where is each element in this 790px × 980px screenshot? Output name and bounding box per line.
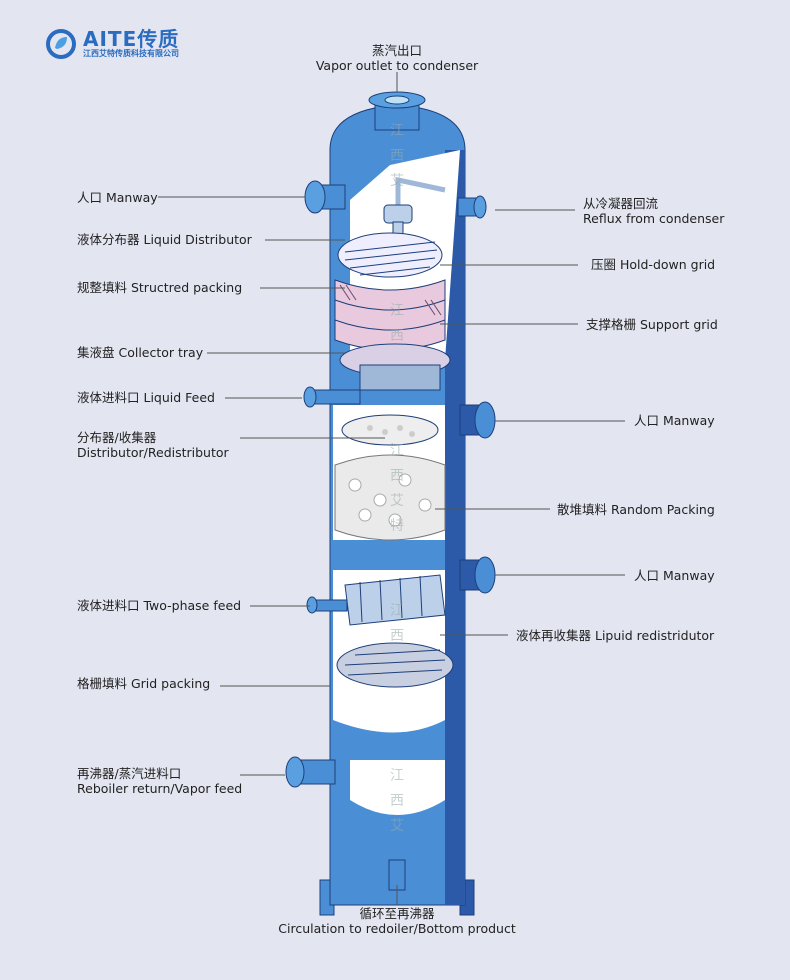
svg-text:艾: 艾 — [390, 818, 404, 834]
manway-lower-right — [459, 556, 496, 594]
random-packing — [334, 454, 446, 541]
manway-top-left — [304, 180, 346, 214]
label-random-packing: 散堆填料 Random Packing — [557, 502, 715, 517]
svg-text:西: 西 — [390, 793, 404, 809]
label-support-grid: 支撑格栅 Support grid — [586, 317, 718, 332]
bottom-outlet-label: 循环至再沸器 Circulation to redoiler/Bottom pr… — [278, 906, 515, 936]
distributor-en: Distributor/Redistributor — [77, 445, 229, 460]
bottom-outlet-en: Circulation to redoiler/Bottom product — [278, 921, 516, 936]
label-reflux: 从冷凝器回流 Reflux from condenser — [583, 196, 724, 226]
at-sign-leaf-icon — [46, 29, 76, 59]
label-reboiler-return: 再沸器/蒸汽进料口 Reboiler return/Vapor feed — [77, 766, 242, 796]
label-liquid-redistributor: 液体再收集器 Lipuid redistridutor — [516, 628, 715, 643]
company-logo: AITE传质 江西艾特传质科技有限公司 — [45, 28, 179, 60]
label-structured-packing: 规整填料 Structred packing — [77, 280, 243, 295]
collector-tray — [339, 343, 451, 391]
liquid-redistributor — [344, 574, 446, 626]
vapor-outlet-label: 蒸汽出口 Vapor outlet to condenser — [316, 43, 478, 73]
label-two-phase-feed: 液体进料口 Two-phase feed — [77, 598, 242, 613]
bottom-outlet-zh: 循环至再沸器 — [359, 906, 435, 921]
reflux-zh: 从冷凝器回流 — [583, 196, 659, 211]
label-hold-down-grid: 压圈 Hold-down grid — [591, 257, 716, 272]
reflux-nozzle — [457, 195, 487, 219]
reboiler-zh: 再沸器/蒸汽进料口 — [77, 766, 182, 781]
vapor-outlet-zh: 蒸汽出口 — [371, 43, 422, 58]
grid-packing — [336, 642, 454, 688]
svg-text:西: 西 — [390, 468, 404, 484]
vapor-outlet-nozzle — [368, 91, 426, 131]
svg-text:江: 江 — [390, 443, 404, 459]
label-manway-left: 人口 Manway — [77, 190, 158, 205]
logo-company: 江西艾特传质科技有限公司 — [83, 49, 179, 58]
label-manway-lower: 人口 Manway — [634, 568, 715, 583]
svg-text:西: 西 — [390, 328, 404, 344]
label-grid-packing: 格栅填料 Grid packing — [77, 676, 211, 691]
manway-middle-right — [459, 401, 496, 439]
distributor-redistributor — [341, 414, 439, 446]
liquid-feed-nozzle — [303, 386, 361, 408]
svg-text:艾: 艾 — [390, 493, 404, 509]
svg-text:江: 江 — [390, 123, 404, 139]
label-liquid-feed: 液体进料口 Liquid Feed — [77, 390, 215, 405]
svg-text:江: 江 — [390, 303, 404, 319]
svg-text:西: 西 — [390, 148, 404, 164]
distributor-zh: 分布器/收集器 — [77, 430, 157, 445]
label-collector-tray: 集液盘 Collector tray — [77, 345, 204, 360]
svg-text:西: 西 — [390, 628, 404, 644]
label-distributor-redistributor: 分布器/收集器 Distributor/Redistributor — [77, 430, 229, 460]
liquid-distributor — [337, 176, 446, 278]
two-phase-feed-nozzle — [306, 596, 348, 614]
leader-lines — [158, 72, 625, 905]
svg-text:艾: 艾 — [390, 173, 404, 189]
svg-text:江: 江 — [390, 603, 404, 619]
label-liquid-distributor: 液体分布器 Liquid Distributor — [77, 232, 252, 247]
svg-text:特: 特 — [390, 518, 404, 534]
logo-brand: AITE传质 — [83, 27, 180, 51]
reboiler-return-nozzle — [285, 756, 336, 788]
vapor-outlet-en: Vapor outlet to condenser — [315, 58, 479, 73]
svg-text:江: 江 — [390, 768, 404, 784]
reboiler-en: Reboiler return/Vapor feed — [77, 781, 243, 796]
watermark: 江西艾 江西 江西艾特 江西 江西艾 — [390, 123, 404, 834]
label-manway-middle: 人口 Manway — [634, 413, 715, 428]
reflux-en: Reflux from condenser — [583, 211, 725, 226]
